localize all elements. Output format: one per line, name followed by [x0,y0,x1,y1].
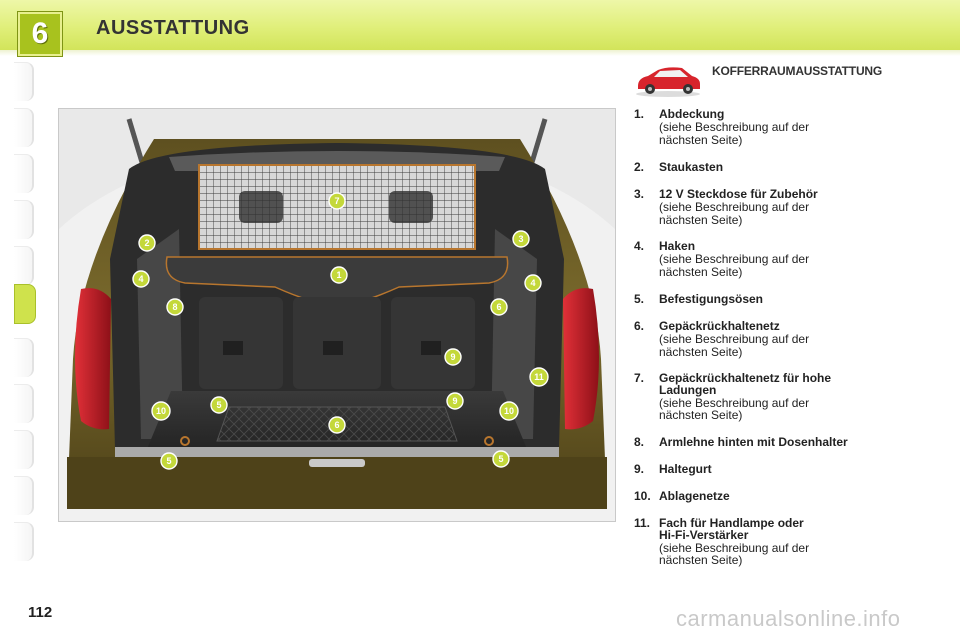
svg-text:5: 5 [498,454,503,464]
item-note: nächsten Seite) [659,345,743,359]
car-icon [632,62,704,103]
svg-text:4: 4 [530,278,535,288]
chapter-tab-9[interactable] [14,430,34,469]
item-number: 5. [634,292,645,306]
svg-text:8: 8 [172,302,177,312]
chapter-tab-8[interactable] [14,384,34,423]
item-label: Gepäckrückhaltenetz für hohe [659,371,832,385]
marker-3: 3 [512,230,530,248]
svg-text:6: 6 [334,420,339,430]
chapter-tab-4[interactable] [14,200,34,239]
page-header [0,0,960,50]
chapter-tab-10[interactable] [14,476,34,515]
svg-text:10: 10 [504,406,514,416]
item-number: 2. [634,160,645,174]
item-label: Staukasten [659,160,724,174]
chapter-tabs [14,62,36,574]
chapter-badge: 6 [18,12,62,56]
item-number: 1. [634,107,645,121]
svg-text:2: 2 [144,238,149,248]
chapter-tab-2[interactable] [14,108,34,147]
marker-9-lower: 9 [446,392,464,410]
chapter-tab-6-active[interactable] [14,284,36,324]
svg-text:9: 9 [450,352,455,362]
item-number: 7. [634,371,645,385]
svg-text:1: 1 [336,270,341,280]
item-number: 6. [634,319,645,333]
marker-5-right: 5 [492,450,510,468]
item-number: 3. [634,187,645,201]
chapter-tab-7[interactable] [14,338,34,377]
item-label: Abdeckung [659,107,725,121]
marker-8: 8 [166,298,184,316]
marker-11: 11 [529,367,549,387]
marker-10-left: 10 [151,401,171,421]
marker-6-floor: 6 [328,416,346,434]
svg-text:7: 7 [334,196,339,206]
svg-text:5: 5 [166,456,171,466]
item-note: (siehe Beschreibung auf der [659,332,810,346]
marker-4-left: 4 [132,270,150,288]
item-note: (siehe Beschreibung auf der [659,200,810,214]
header-shade [0,50,960,56]
svg-text:3: 3 [518,234,523,244]
item-label: Armlehne hinten mit Dosenhalter [659,435,848,449]
marker-7: 7 [328,192,346,210]
marker-5-center: 5 [210,396,228,414]
item-note: nächsten Seite) [659,265,743,279]
watermark: carmanualsonline.info [676,606,901,631]
item-number: 9. [634,462,645,476]
marker-5-left: 5 [160,452,178,470]
chapter-number: 6 [31,17,49,50]
item-note: (siehe Beschreibung auf der [659,120,810,134]
chapter-tab-11[interactable] [14,522,34,561]
item-note: nächsten Seite) [659,213,743,227]
item-note: nächsten Seite) [659,133,743,147]
item-note: (siehe Beschreibung auf der [659,541,810,555]
item-note: (siehe Beschreibung auf der [659,252,810,266]
marker-10-right: 10 [499,401,519,421]
chapter-tab-5[interactable] [14,246,34,285]
item-label: Haltegurt [659,462,712,476]
chapter-title: AUSSTATTUNG [96,17,250,39]
chapter-tab-1[interactable] [14,62,34,101]
marker-9-upper: 9 [444,348,462,366]
svg-text:4: 4 [138,274,143,284]
item-label: Fach für Handlampe oder [659,516,804,530]
item-label: Gepäckrückhaltenetz [659,319,780,333]
marker-1: 1 [330,266,348,284]
item-label: Haken [659,239,696,253]
item-label: Ablagenetze [659,489,730,503]
item-label: Befestigungsösen [659,292,764,306]
trunk-illustration: 1 2 3 4 4 5 5 5 6 6 7 8 9 9 10 10 11 [58,108,616,522]
item-label: 12 V Steckdose für Zubehör [659,187,818,201]
svg-text:9: 9 [452,396,457,406]
item-label-cont: Ladungen [659,383,717,397]
item-note: nächsten Seite) [659,553,743,567]
svg-text:10: 10 [156,406,166,416]
item-note: nächsten Seite) [659,408,743,422]
item-number: 10. [634,489,651,503]
item-number: 11. [634,516,651,530]
marker-6-side: 6 [490,298,508,316]
marker-2: 2 [138,234,156,252]
item-number: 4. [634,239,645,253]
page-number: 112 [28,604,53,621]
svg-text:6: 6 [496,302,501,312]
item-note: (siehe Beschreibung auf der [659,396,810,410]
svg-text:11: 11 [534,372,544,382]
section-title: KOFFERRAUMAUSSTATTUNG [712,64,883,78]
marker-4-right: 4 [524,274,542,292]
item-label-cont: Hi-Fi-Verstärker [659,528,749,542]
chapter-tab-3[interactable] [14,154,34,193]
svg-text:5: 5 [216,400,221,410]
item-number: 8. [634,435,645,449]
